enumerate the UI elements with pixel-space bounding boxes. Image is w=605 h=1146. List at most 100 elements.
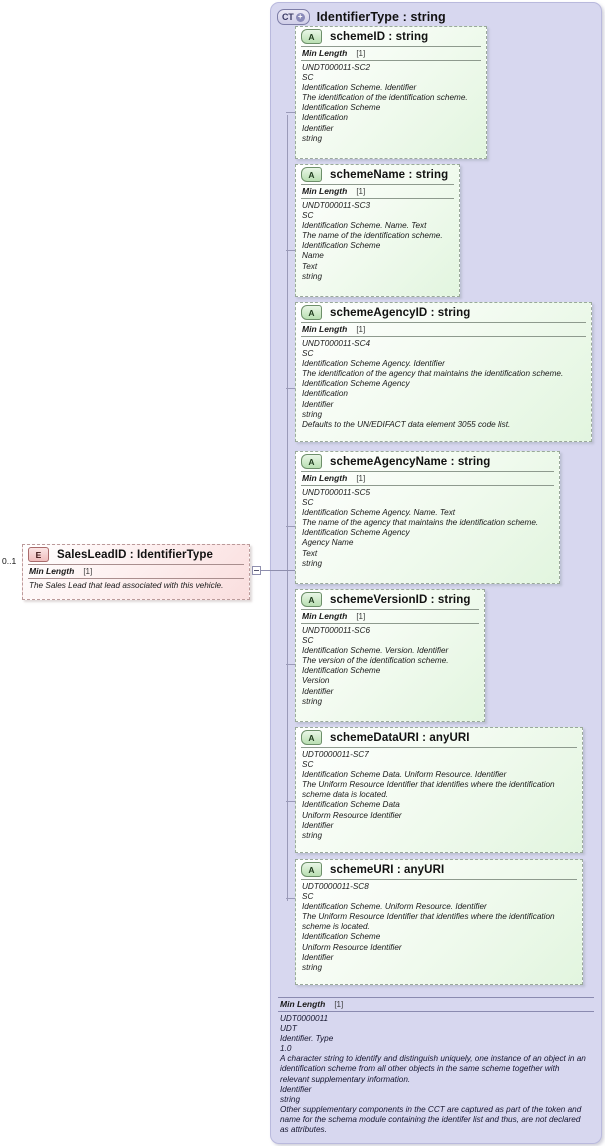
doc-line: UDT0000011-SC8 bbox=[302, 882, 369, 891]
doc-line: SC bbox=[302, 73, 314, 83]
tree-stub bbox=[286, 388, 295, 389]
attribute-documentation: UNDT000011-SC5 SC Identification Scheme … bbox=[296, 486, 559, 572]
attribute-box-schemeagencyname[interactable]: A schemeAgencyName : string Min Length [… bbox=[295, 451, 560, 584]
divider bbox=[301, 322, 586, 323]
doc-line: The name of the identification scheme. bbox=[302, 231, 443, 241]
doc-line: SC bbox=[302, 892, 314, 902]
complextype-title: IdentifierType : string bbox=[316, 10, 446, 24]
attribute-title: schemeURI : anyURI bbox=[330, 863, 445, 876]
doc-line: UNDT000011-SC2 bbox=[302, 63, 371, 72]
tree-connector-vertical bbox=[287, 115, 288, 901]
divider bbox=[301, 879, 577, 880]
doc-line: 1.0 bbox=[280, 1044, 292, 1054]
doc-line: Identification Scheme Agency bbox=[302, 528, 410, 538]
expand-collapse-toggle[interactable] bbox=[252, 566, 261, 575]
doc-line: SC bbox=[302, 760, 314, 770]
doc-line: Identifier bbox=[302, 952, 334, 962]
doc-line: Version bbox=[302, 676, 330, 686]
doc-line: string bbox=[302, 133, 323, 143]
doc-line: Uniform Resource Identifier bbox=[302, 810, 402, 820]
min-length-cardinality: [1] bbox=[356, 49, 366, 58]
tree-stub bbox=[286, 250, 295, 251]
min-length-row: Min Length [1] bbox=[296, 472, 559, 485]
tree-stub bbox=[286, 898, 295, 899]
doc-line: Text bbox=[302, 261, 318, 271]
doc-line: Identification Scheme Data bbox=[302, 800, 400, 810]
min-length-cardinality: [1] bbox=[356, 187, 366, 196]
doc-line: The name of the agency that maintains th… bbox=[302, 518, 539, 528]
divider bbox=[278, 1011, 594, 1012]
doc-line: Identifier bbox=[302, 820, 334, 830]
attribute-title: schemeAgencyName : string bbox=[330, 455, 491, 468]
doc-line: string bbox=[302, 409, 323, 419]
attribute-badge: A bbox=[301, 29, 322, 44]
divider bbox=[301, 184, 454, 185]
doc-line: Identification Scheme Agency. Name. Text bbox=[302, 508, 456, 518]
attribute-documentation: UDT0000011-SC7 SC Identification Scheme … bbox=[296, 748, 582, 844]
doc-line: Identification Scheme bbox=[302, 241, 381, 251]
complextype-badge-label: CT bbox=[282, 12, 294, 22]
doc-line: string bbox=[302, 558, 323, 568]
element-documentation: The Sales Lead that lead associated with… bbox=[29, 581, 224, 590]
doc-line: Uniform Resource Identifier bbox=[302, 942, 402, 952]
doc-line: Identification bbox=[302, 389, 348, 399]
divider bbox=[301, 609, 479, 610]
attribute-badge: A bbox=[301, 167, 322, 182]
divider bbox=[301, 471, 554, 472]
doc-line: string bbox=[302, 962, 323, 972]
doc-line: string bbox=[302, 271, 323, 281]
attribute-title: schemeDataURI : anyURI bbox=[330, 731, 470, 744]
attribute-badge: A bbox=[301, 592, 322, 607]
doc-line: Identifier bbox=[302, 686, 334, 696]
attribute-header: A schemeDataURI : anyURI bbox=[296, 728, 582, 747]
doc-line: The Uniform Resource Identifier that ide… bbox=[302, 780, 555, 800]
doc-line: Text bbox=[302, 548, 318, 558]
doc-line: Identification Scheme Agency bbox=[302, 379, 410, 389]
doc-line: The identification of the agency that ma… bbox=[302, 369, 564, 379]
attribute-badge: A bbox=[301, 730, 322, 745]
min-length-cardinality: [1] bbox=[356, 325, 366, 334]
plus-circle-icon[interactable]: + bbox=[295, 12, 305, 22]
element-title: SalesLeadID : IdentifierType bbox=[57, 548, 213, 561]
complextype-doc-lines: UDT0000011 UDT Identifier. Type 1.0 A ch… bbox=[278, 1012, 594, 1138]
attribute-documentation: UNDT000011-SC2 SC Identification Scheme.… bbox=[296, 61, 486, 147]
tree-stub bbox=[286, 112, 295, 113]
divider bbox=[301, 747, 577, 748]
divider bbox=[28, 564, 244, 565]
attribute-title: schemeVersionID : string bbox=[330, 593, 471, 606]
element-box-salesleadid[interactable]: E SalesLeadID : IdentifierType Min Lengt… bbox=[22, 544, 250, 600]
tree-stub bbox=[286, 664, 295, 665]
doc-line: The identification of the identification… bbox=[302, 93, 468, 103]
doc-line: A character string to identify and disti… bbox=[280, 1054, 586, 1084]
attribute-documentation: UNDT000011-SC6 SC Identification Scheme.… bbox=[296, 624, 484, 710]
doc-line: Identification Scheme bbox=[302, 103, 381, 113]
attribute-box-schemeversionid[interactable]: A schemeVersionID : string Min Length [1… bbox=[295, 589, 485, 722]
min-length-label: Min Length bbox=[29, 566, 75, 576]
doc-line: Identification Scheme bbox=[302, 932, 381, 942]
attribute-box-schemename[interactable]: A schemeName : string Min Length [1] UND… bbox=[295, 164, 460, 297]
doc-line: Identifier bbox=[302, 399, 334, 409]
min-length-cardinality: [1] bbox=[356, 474, 366, 483]
attribute-header: A schemeName : string bbox=[296, 165, 459, 184]
doc-line: Name bbox=[302, 251, 324, 261]
doc-line: The Uniform Resource Identifier that ide… bbox=[302, 912, 555, 932]
doc-line: UNDT000011-SC4 bbox=[302, 339, 371, 348]
attribute-header: A schemeAgencyID : string bbox=[296, 303, 591, 322]
attribute-documentation: UDT0000011-SC8 SC Identification Scheme.… bbox=[296, 880, 582, 976]
attribute-box-schemeagencyid[interactable]: A schemeAgencyID : string Min Length [1]… bbox=[295, 302, 592, 442]
attribute-documentation: UNDT000011-SC4 SC Identification Scheme … bbox=[296, 337, 591, 433]
complextype-badge[interactable]: CT + bbox=[277, 9, 310, 25]
attribute-box-schemeuri[interactable]: A schemeURI : anyURI UDT0000011-SC8 SC I… bbox=[295, 859, 583, 985]
min-length-row: Min Length [1] bbox=[296, 610, 484, 623]
doc-line: Identifier. Type bbox=[280, 1034, 334, 1044]
divider bbox=[301, 60, 481, 61]
doc-line: The version of the identification scheme… bbox=[302, 656, 449, 666]
attribute-box-schemedatauri[interactable]: A schemeDataURI : anyURI UDT0000011-SC7 … bbox=[295, 727, 583, 853]
doc-line: UNDT000011-SC6 bbox=[302, 626, 371, 635]
attribute-box-schemeid[interactable]: A schemeID : string Min Length [1] UNDT0… bbox=[295, 26, 487, 159]
min-length-row: Min Length [1] bbox=[23, 565, 249, 578]
element-header: E SalesLeadID : IdentifierType bbox=[23, 545, 249, 564]
attribute-badge: A bbox=[301, 454, 322, 469]
doc-line: SC bbox=[302, 636, 314, 646]
